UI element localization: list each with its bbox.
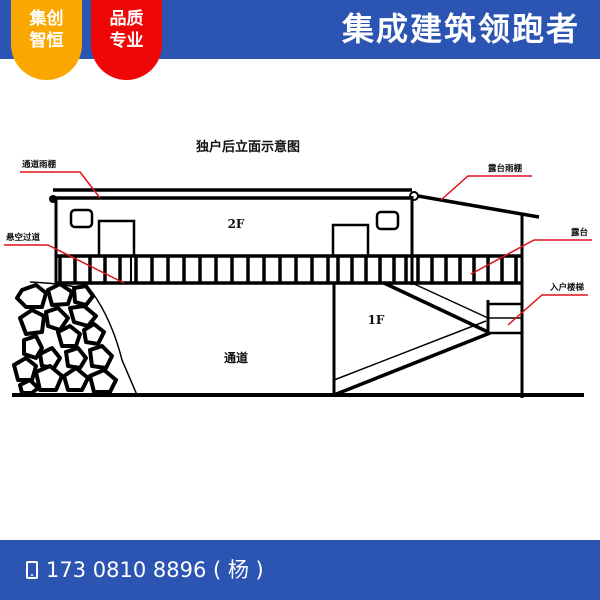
badge-line: 集创 bbox=[29, 9, 64, 29]
terrace-canopy bbox=[417, 194, 540, 398]
rock-pile bbox=[12, 281, 138, 396]
label-suspended-walkway: 悬空过道 bbox=[5, 232, 41, 243]
label-1f: 1F bbox=[368, 313, 385, 327]
corridor-canopy bbox=[49, 188, 419, 203]
badge-line: 品质 bbox=[109, 9, 144, 29]
window-left bbox=[69, 208, 94, 229]
label-corridor-canopy: 通道雨棚 bbox=[22, 159, 57, 170]
window-right bbox=[375, 210, 400, 231]
leader-lines bbox=[4, 171, 592, 326]
door-right bbox=[331, 223, 370, 258]
slogan: 集成建筑领跑者 bbox=[341, 10, 580, 48]
second-floor bbox=[54, 196, 414, 285]
badge-line: 智恒 bbox=[29, 31, 64, 51]
badge-jichuang: 集创 智恒 bbox=[11, 0, 82, 80]
mobile-phone-icon bbox=[26, 561, 38, 579]
first-floor bbox=[332, 281, 524, 397]
leader-entry-stairs bbox=[507, 294, 588, 326]
elevation-diagram: 独户后立面示意图 2F bbox=[4, 139, 592, 398]
balcony-railing bbox=[56, 254, 522, 285]
door-left bbox=[97, 219, 136, 258]
label-passage: 通道 bbox=[224, 350, 248, 365]
header-bar: 集创 智恒 品质 专业 集成建筑领跑者 bbox=[0, 0, 600, 80]
badge-line: 专业 bbox=[109, 31, 144, 51]
label-terrace-canopy: 露台雨棚 bbox=[488, 163, 523, 174]
label-2f: 2F bbox=[228, 217, 245, 231]
label-terrace: 露台 bbox=[571, 227, 589, 238]
footer-bar: 173 0810 8896 ( 杨 ) bbox=[0, 540, 600, 600]
leader-corridor-canopy bbox=[20, 171, 101, 199]
badge-quality: 品质 专业 bbox=[91, 0, 162, 80]
phone-number: 173 0810 8896 ( 杨 ) bbox=[46, 558, 264, 582]
phone-contact: 173 0810 8896 ( 杨 ) bbox=[26, 556, 264, 584]
diagram-title: 独户后立面示意图 bbox=[196, 139, 300, 155]
leader-suspended-walkway bbox=[4, 244, 125, 284]
leader-terrace bbox=[470, 239, 592, 275]
label-entry-stairs: 入户楼梯 bbox=[549, 282, 585, 293]
leader-terrace-canopy bbox=[440, 175, 532, 201]
